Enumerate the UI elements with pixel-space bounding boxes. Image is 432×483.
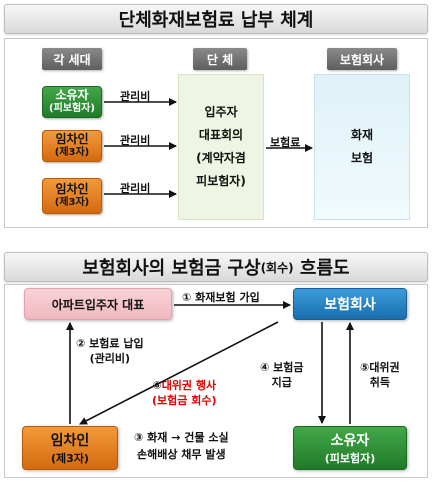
- col-group-label: 단 체: [206, 52, 234, 67]
- step6-title: 대위권 행사: [161, 379, 217, 392]
- step6-label: ⑥대위권 행사 (보험금 회수): [152, 378, 216, 409]
- step6-sub: (보험금 회수): [152, 394, 217, 408]
- step5-line-1: ⑤대위권: [360, 361, 400, 374]
- step1-label: ① 화재보험 가입: [182, 291, 260, 304]
- owner-sub: (피보험자): [49, 103, 95, 115]
- tenant2-sub: (제3자): [54, 197, 90, 209]
- tenant2-name: 임차인: [55, 182, 89, 197]
- insurance-line-2: 보험: [350, 151, 374, 165]
- step4-line-2: 지급: [271, 376, 292, 390]
- node-tenant-name: 임차인: [50, 433, 90, 449]
- step3-line-2: 손해배상 채무 발생: [136, 447, 226, 461]
- step6-number: ⑥: [152, 379, 162, 392]
- node-owner-name: 소유자: [330, 433, 370, 449]
- owner-name: 소유자: [55, 88, 89, 103]
- owner-pill: 소유자 (피보험자): [42, 86, 102, 118]
- section2-title-bar: 보험회사의 보험금 구상(회수) 흐름도: [4, 252, 428, 282]
- tenant1-name: 임차인: [55, 132, 89, 147]
- section2-title-paren: (회수): [260, 260, 294, 275]
- node-council: 아파트입주자 대표: [24, 288, 172, 320]
- tenant1-sub: (제3자): [54, 147, 90, 159]
- section2-title-main: 보험회사의 보험금 구상: [82, 258, 261, 279]
- step3-line-1: ③ 화재 → 건물 소실: [134, 431, 229, 444]
- section1-title-bar: 단체화재보험료 납부 체계: [4, 4, 428, 34]
- premium-label: 보험료: [270, 136, 301, 149]
- step4-label: ④ 보험금 지급: [260, 360, 304, 391]
- section1-title: 단체화재보험료 납부 체계: [118, 10, 314, 31]
- node-owner: 소유자 (피보험자): [293, 426, 407, 470]
- node-insurer-label: 보험회사: [324, 297, 376, 313]
- col-insurer-label: 보험회사: [339, 52, 385, 67]
- section2-title-tail: 흐름도: [293, 258, 350, 279]
- node-insurer: 보험회사: [293, 288, 407, 320]
- insurance-line-1: 화재: [350, 128, 374, 143]
- council-box: 입주자 대표회의 (계약자겸 피보험자): [178, 74, 264, 220]
- col-household-header: 각 세대: [42, 48, 102, 70]
- step5-line-2: 취득: [369, 376, 390, 390]
- step2-label: ② 보험료 납입 (관리비): [76, 336, 144, 367]
- tenant1-pill: 임차인 (제3자): [42, 130, 102, 162]
- node-council-label: 아파트입주자 대표: [51, 297, 145, 312]
- step5-label: ⑤대위권 취득: [360, 360, 400, 391]
- fee-label-2: 관리비: [120, 134, 151, 147]
- arrow-step6: [79, 321, 279, 425]
- step3-label: ③ 화재 → 건물 소실 손해배상 채무 발생: [134, 430, 229, 463]
- step2-line-1: ② 보험료 납입: [76, 337, 144, 350]
- node-tenant-sub: (제3자): [51, 452, 89, 465]
- council-line-1: 입주자: [204, 105, 238, 120]
- council-line-3: (계약자겸: [196, 151, 246, 165]
- council-line-4: 피보험자): [196, 173, 246, 188]
- tenant2-pill: 임차인 (제3자): [42, 178, 102, 214]
- step4-line-1: ④ 보험금: [260, 361, 304, 374]
- council-line-2: 대표회의: [198, 128, 244, 143]
- step2-line-2: (관리비): [89, 352, 130, 366]
- insurance-box: 화재 보험: [314, 74, 410, 220]
- node-tenant: 임차인 (제3자): [22, 426, 118, 470]
- fee-label-3: 관리비: [120, 182, 151, 195]
- node-owner-sub: (피보험자): [324, 452, 376, 465]
- fee-label-1: 관리비: [120, 90, 151, 103]
- col-insurer-header: 보험회사: [327, 48, 397, 70]
- col-group-header: 단 체: [193, 48, 247, 70]
- col-household-label: 각 세대: [53, 52, 91, 67]
